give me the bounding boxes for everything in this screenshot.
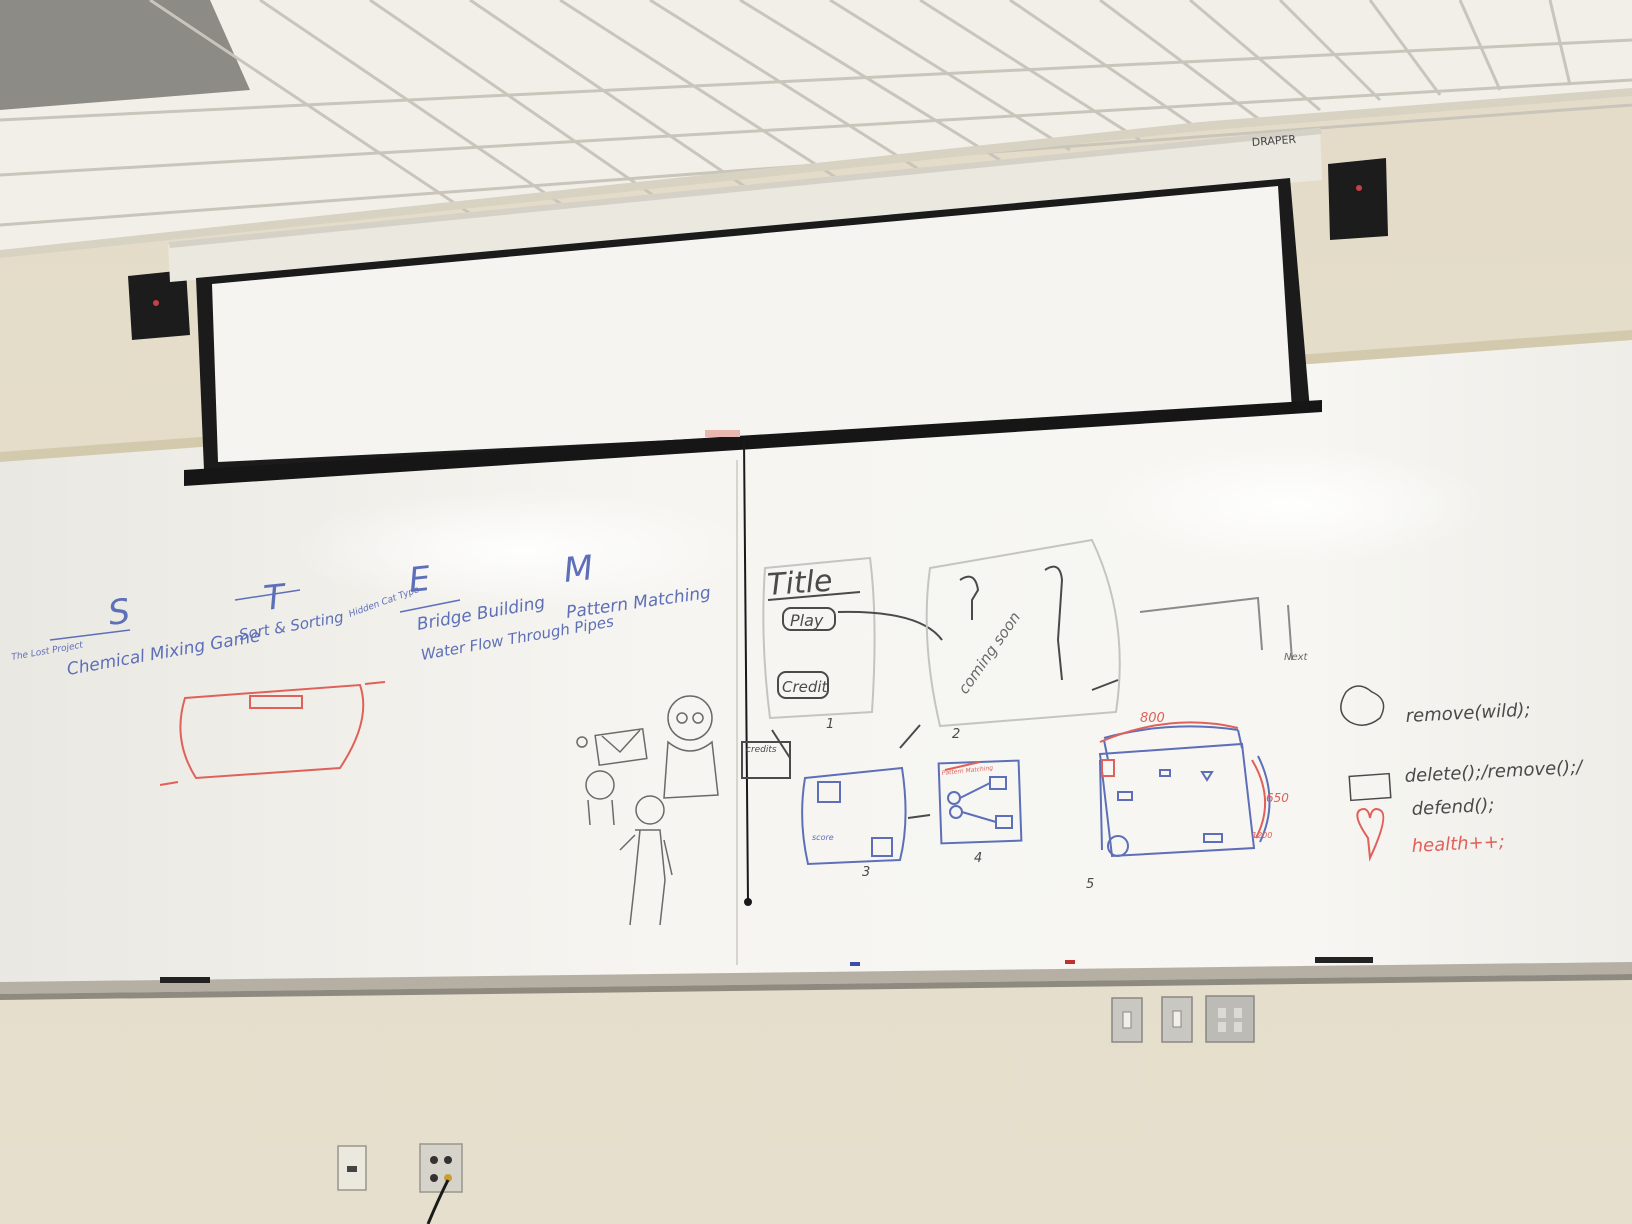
heart-icon — [1356, 808, 1385, 862]
left-speaker — [128, 270, 190, 340]
ceiling — [0, 0, 1632, 255]
projector-screen: DRAPER — [168, 128, 1322, 906]
envelope-icon — [1348, 772, 1392, 802]
screen-brand: DRAPER — [1251, 133, 1297, 149]
frame-number-3: 3 — [862, 865, 870, 880]
credits-box-label: credits — [746, 745, 777, 755]
code-line-4: health++; — [1411, 831, 1505, 857]
code-notes: remove(wild); delete();/remove();/ defen… — [1340, 685, 1585, 862]
panel3-score: score — [812, 833, 834, 842]
code-line-3: defend(); — [1411, 795, 1495, 820]
panel1-play: Play — [790, 611, 824, 630]
dimension-side: 650 — [1266, 791, 1289, 805]
right-speaker — [1328, 158, 1388, 240]
frame-number-1: 1 — [826, 717, 834, 732]
storyboard-red — [944, 721, 1266, 839]
character-sketches — [576, 695, 719, 926]
dimension-corner: 1200 — [1252, 831, 1272, 840]
arrow-label: Next — [1284, 652, 1309, 663]
letter-m: M — [562, 548, 595, 591]
ceiling-trim — [0, 88, 1632, 258]
letter-e: E — [407, 559, 433, 601]
blob-icon — [1340, 685, 1385, 726]
frame-number-4: 4 — [974, 851, 982, 866]
light-switches — [1111, 995, 1255, 1043]
wall-outlets — [337, 1143, 463, 1224]
panel1-credit: Credit — [782, 678, 829, 696]
dimension-top: 800 — [1140, 711, 1165, 726]
storyboard — [741, 538, 1293, 819]
red-doodle-left — [159, 681, 386, 786]
frame-number-2: 2 — [952, 727, 960, 742]
frame-number-5: 5 — [1086, 877, 1094, 892]
